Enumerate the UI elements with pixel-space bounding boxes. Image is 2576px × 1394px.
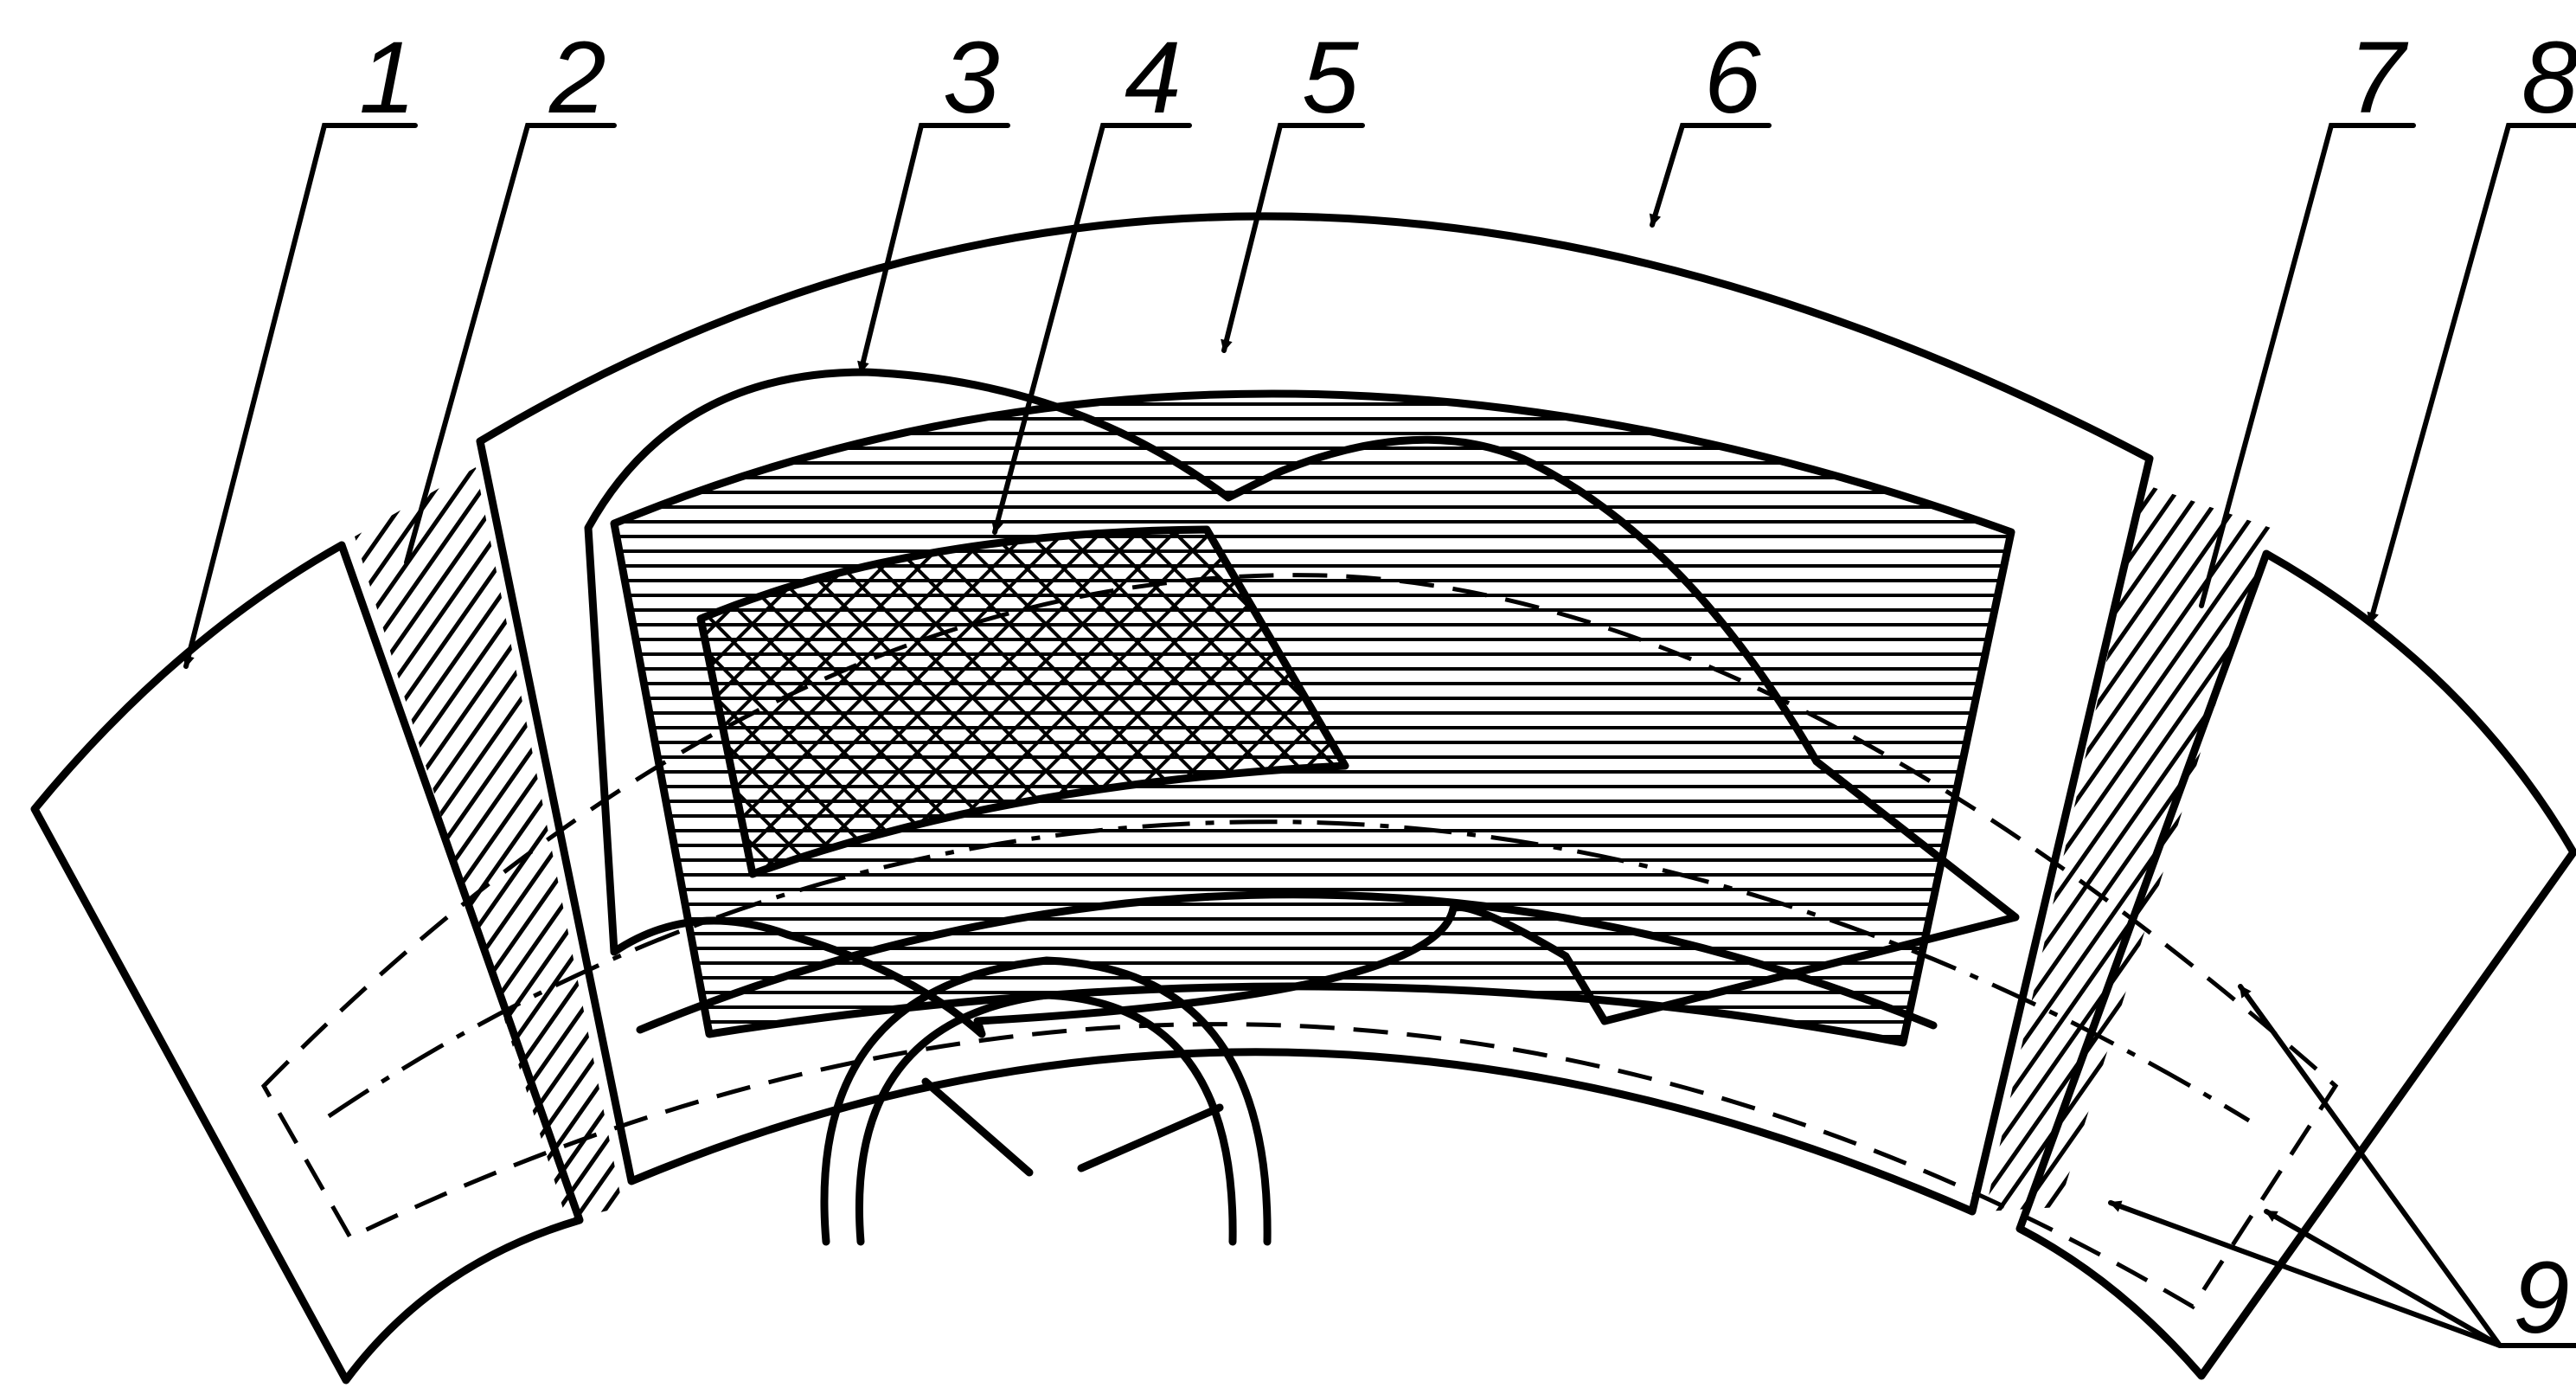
callout-label-3: 3 bbox=[943, 21, 1000, 135]
steering-spoke-left bbox=[921, 1077, 1034, 1177]
wiper-swept-curve bbox=[584, 368, 2020, 1038]
callout-label-1: 1 bbox=[359, 21, 416, 135]
callout-label-2: 2 bbox=[548, 21, 606, 135]
steering-wheel-outer bbox=[820, 956, 1272, 1246]
right-side-window bbox=[2015, 549, 2576, 1380]
windshield-boundary bbox=[476, 212, 2154, 1216]
callout-label-6: 6 bbox=[1704, 21, 1761, 135]
steering-spoke-right bbox=[1077, 1103, 1224, 1172]
callout-label-7: 7 bbox=[2349, 21, 2409, 135]
callout-label-4: 4 bbox=[1125, 21, 1182, 135]
callout-label-5: 5 bbox=[1302, 21, 1359, 135]
callout-label-9: 9 bbox=[2513, 1241, 2570, 1355]
windshield-inner-arc bbox=[636, 890, 1938, 1034]
zone-5-outline bbox=[610, 389, 2015, 1047]
dashed-visibility-outline bbox=[260, 573, 2339, 1310]
crosshatch-zone bbox=[696, 525, 1349, 878]
left-pillar-hatched-zone bbox=[355, 467, 623, 1220]
callout-label-8: 8 bbox=[2522, 21, 2576, 135]
callout-leaders bbox=[183, 123, 2576, 1348]
left-side-window bbox=[30, 541, 584, 1384]
dashdot-visibility-outline bbox=[327, 819, 2251, 1123]
right-pillar-hatched-zone bbox=[1985, 485, 2271, 1211]
